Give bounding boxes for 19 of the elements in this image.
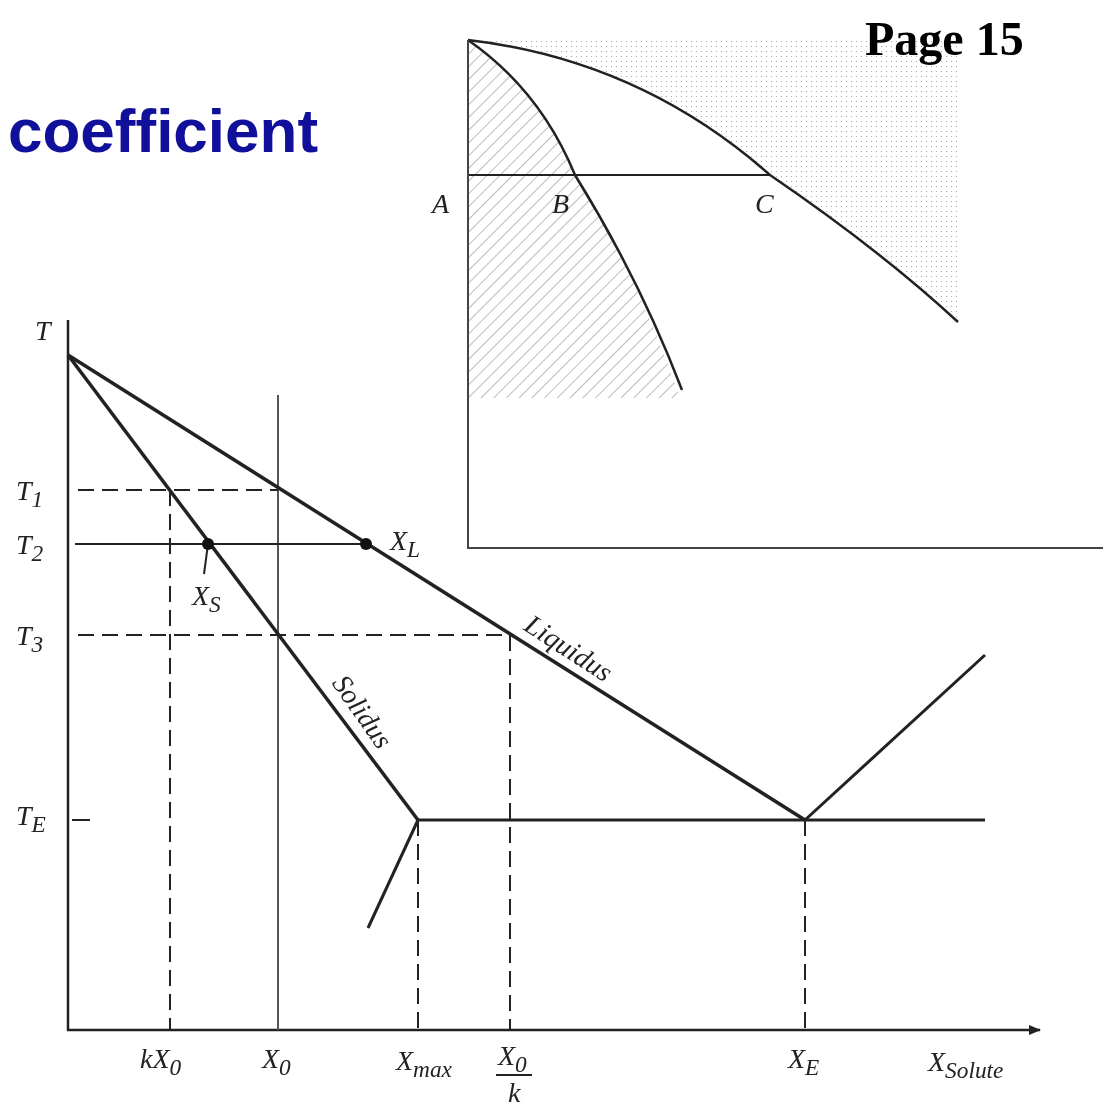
axis-label: T$_{1}$ xyxy=(16,477,44,511)
axis-label: X$_{max}$ xyxy=(396,1047,452,1081)
axis-label: X$_{0}$ xyxy=(262,1045,291,1079)
axis-label: k xyxy=(508,1079,521,1107)
axis-label: T$_{2}$ xyxy=(16,531,44,565)
axis-label: kX$_{0}$ xyxy=(140,1045,182,1079)
axis-label: X$_{0}$ xyxy=(498,1042,527,1076)
axis-label: X$_{E}$ xyxy=(788,1045,820,1079)
point-label: B xyxy=(552,190,570,218)
heading: coefficient xyxy=(8,100,319,162)
axis-label: T$_{E}$ xyxy=(16,802,46,836)
page-number: Page 15 xyxy=(865,15,1024,63)
point-label: A xyxy=(432,190,450,218)
axis-label: T xyxy=(35,317,51,345)
axis-label: T$_{3}$ xyxy=(16,622,44,656)
point-label: X$_{S}$ xyxy=(192,582,221,616)
point-label: X$_{L}$ xyxy=(390,527,421,561)
axis-label: X$_{Solute}$ xyxy=(928,1048,1004,1082)
point-label: C xyxy=(755,190,774,218)
